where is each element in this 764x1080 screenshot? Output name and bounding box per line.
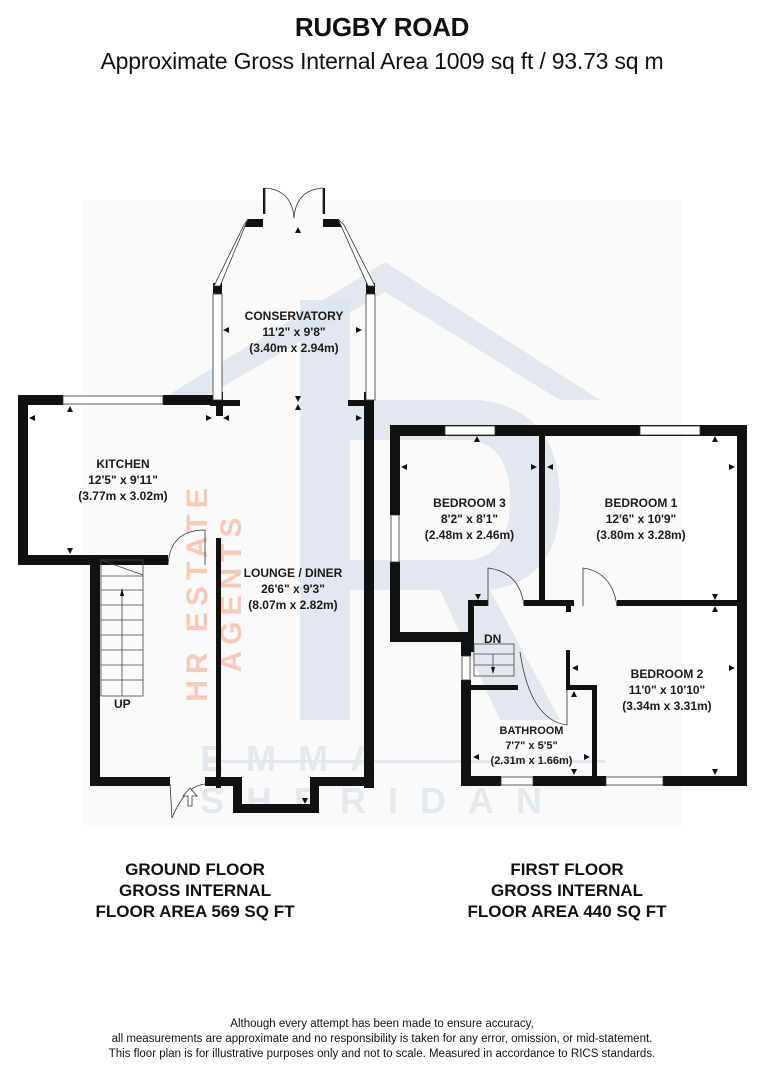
disclaimer-line: all measurements are approximate and no … [111, 1033, 653, 1045]
stairs-down-label: DN [484, 632, 502, 646]
room-size-imperial: 12'5" x 9'11" [88, 473, 158, 487]
room-conservatory: CONSERVATORY 11'2" x 9'8" (3.40m x 2.94m… [222, 308, 366, 356]
room-name: KITCHEN [96, 457, 150, 471]
room-size-metric: (3.34m x 3.31m) [622, 699, 712, 713]
room-size-imperial: 8'2" x 8'1" [440, 512, 499, 526]
stairs-up-label: UP [114, 697, 131, 711]
room-size-metric: (2.48m x 2.46m) [424, 528, 515, 542]
room-size-metric: (2.31m x 1.66m) [490, 755, 573, 767]
room-size-imperial: 11'2" x 9'8" [262, 325, 326, 339]
stairs-up-arrow-icon [120, 588, 124, 596]
summary-line: FIRST FLOOR [510, 860, 624, 879]
room-bedroom-3: BEDROOM 3 8'2" x 8'1" (2.48m x 2.46m) [400, 495, 539, 543]
room-name: BEDROOM 1 [604, 496, 678, 510]
room-bedroom-2: BEDROOM 2 11'0" x 10'10" (3.34m x 3.31m) [597, 666, 737, 714]
room-name: BEDROOM 3 [433, 496, 506, 510]
room-size-metric: (3.80m x 3.28m) [596, 528, 686, 542]
property-title: RUGBY ROAD [294, 12, 470, 42]
gross-area-subtitle: Approximate Gross Internal Area 1009 sq … [100, 48, 664, 74]
room-size-metric: (3.40m x 2.94m) [249, 341, 339, 355]
room-size-imperial: 7'7" x 5'5" [505, 740, 558, 752]
room-lounge-diner: LOUNGE / DINER 26'6" x 9'3" (8.07m x 2.8… [222, 565, 364, 613]
disclaimer-line: Although every attempt has been made to … [230, 1018, 534, 1030]
room-size-imperial: 12'6" x 10'9" [605, 512, 677, 526]
plan-background [82, 200, 682, 825]
room-kitchen: KITCHEN 12'5" x 9'11" (3.77m x 3.02m) [48, 456, 198, 504]
room-size-imperial: 11'0" x 10'10" [628, 683, 706, 697]
summary-line: GROUND FLOOR [125, 860, 265, 879]
disclaimer: Although every attempt has been made to … [0, 1017, 764, 1062]
room-bathroom: BATHROOM 7'7" x 5'5" (2.31m x 1.66m) [471, 724, 592, 769]
room-name: BATHROOM [499, 725, 564, 737]
entrance-arrow-icon [182, 787, 198, 807]
room-size-imperial: 26'6" x 9'3" [261, 582, 325, 596]
room-name: CONSERVATORY [244, 309, 344, 323]
stairs-down-arrow-icon [491, 667, 495, 674]
ground-floor-summary: GROUND FLOOR GROSS INTERNAL FLOOR AREA 5… [70, 859, 320, 922]
room-size-metric: (8.07m x 2.82m) [248, 598, 338, 612]
summary-line: FLOOR AREA 440 SQ FT [467, 902, 667, 921]
summary-line: FLOOR AREA 569 SQ FT [95, 902, 295, 921]
summary-line: GROSS INTERNAL [490, 881, 644, 900]
room-name: BEDROOM 2 [630, 667, 704, 681]
disclaimer-line: This floor plan is for illustrative purp… [108, 1048, 656, 1060]
room-size-metric: (3.77m x 3.02m) [78, 489, 168, 503]
first-floor-summary: FIRST FLOOR GROSS INTERNAL FLOOR AREA 44… [440, 859, 694, 922]
room-name: LOUNGE / DINER [243, 566, 343, 580]
room-bedroom-1: BEDROOM 1 12'6" x 10'9" (3.80m x 3.28m) [545, 495, 737, 543]
summary-line: GROSS INTERNAL [118, 881, 272, 900]
